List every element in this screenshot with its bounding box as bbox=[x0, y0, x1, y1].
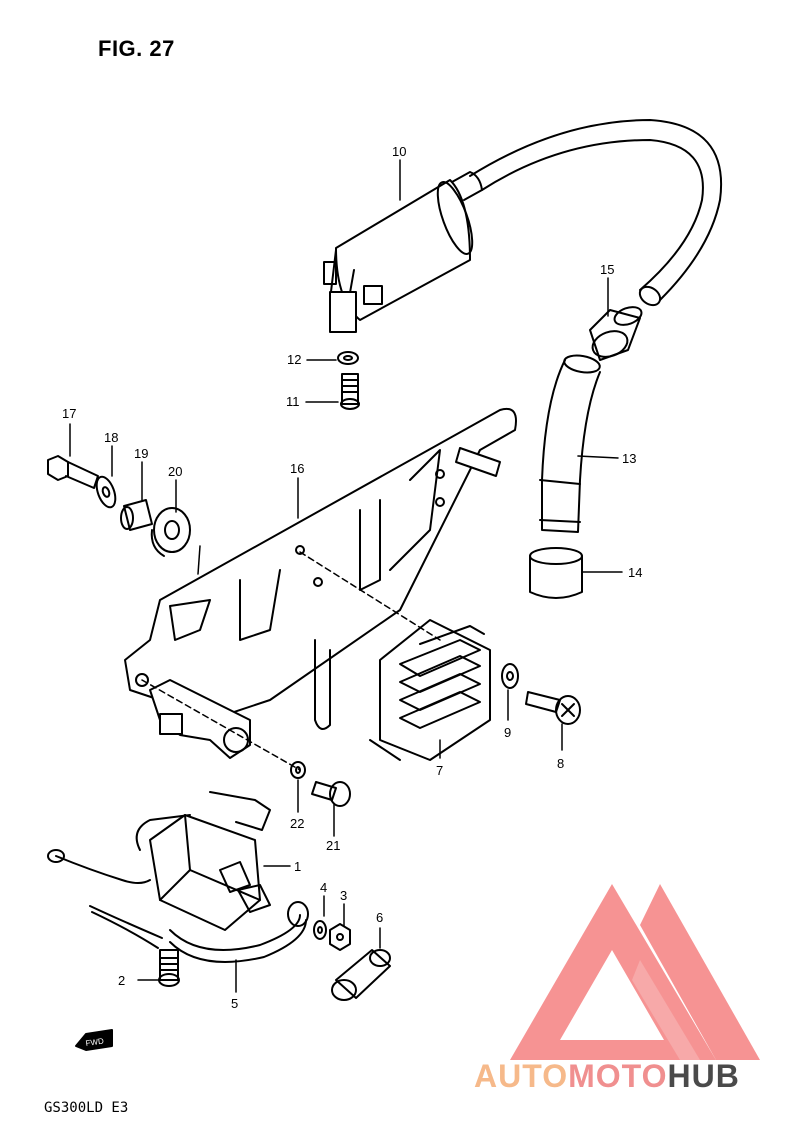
starter-relay bbox=[135, 791, 271, 931]
plug-cap bbox=[539, 354, 601, 533]
callout-3: 3 bbox=[340, 888, 347, 903]
washer-4 bbox=[313, 920, 327, 940]
terminal-cap bbox=[331, 949, 391, 1001]
callout-10: 10 bbox=[392, 144, 406, 159]
callout-9: 9 bbox=[504, 725, 511, 740]
coil-bolt bbox=[340, 373, 360, 410]
callout-4: 4 bbox=[320, 880, 327, 895]
callout-19: 19 bbox=[134, 446, 148, 461]
washer-22 bbox=[290, 761, 306, 779]
watermark-auto: AUTO bbox=[474, 1058, 569, 1094]
leader-lines bbox=[69, 159, 623, 993]
watermark-moto: MOTO bbox=[568, 1058, 668, 1094]
washer-18 bbox=[95, 475, 117, 509]
figure-title: FIG. 27 bbox=[98, 36, 175, 61]
callout-12: 12 bbox=[287, 352, 301, 367]
relay-bolt bbox=[158, 949, 180, 987]
regulator-rectifier bbox=[369, 619, 491, 761]
callout-15: 15 bbox=[600, 262, 614, 277]
screw-8 bbox=[525, 691, 581, 725]
high-tension-lead bbox=[469, 119, 723, 307]
screw-21 bbox=[311, 781, 351, 807]
fwd-label: FWD bbox=[85, 1037, 105, 1048]
model-code: GS300LD E3 bbox=[44, 1100, 129, 1116]
callout-1: 1 bbox=[294, 859, 301, 874]
callout-13: 13 bbox=[622, 451, 636, 466]
watermark-text: AUTOMOTOHUB bbox=[474, 1058, 740, 1095]
callout-8: 8 bbox=[557, 756, 564, 771]
callout-20: 20 bbox=[168, 464, 182, 479]
fwd-arrow-icon bbox=[75, 1029, 113, 1051]
callout-22: 22 bbox=[290, 816, 304, 831]
callout-6: 6 bbox=[376, 910, 383, 925]
collar-19 bbox=[120, 499, 153, 531]
ignition-coil bbox=[323, 171, 483, 333]
callout-17: 17 bbox=[62, 406, 76, 421]
callout-2: 2 bbox=[118, 973, 125, 988]
plug-cover bbox=[529, 547, 583, 599]
nut-3 bbox=[329, 923, 351, 951]
cushion-20 bbox=[150, 507, 191, 557]
callout-11: 11 bbox=[286, 394, 300, 409]
washer-9 bbox=[501, 663, 519, 689]
watermark-hub: HUB bbox=[667, 1058, 740, 1094]
plug-cap-ring bbox=[589, 306, 643, 361]
coil-washer bbox=[337, 351, 359, 365]
callout-14: 14 bbox=[628, 565, 642, 580]
callout-18: 18 bbox=[104, 430, 118, 445]
callout-16: 16 bbox=[290, 461, 304, 476]
starter-lead-wire bbox=[47, 849, 309, 963]
bolt-17 bbox=[47, 455, 99, 489]
callout-7: 7 bbox=[436, 763, 443, 778]
callout-5: 5 bbox=[231, 996, 238, 1011]
watermark-logo bbox=[510, 884, 760, 1060]
callout-21: 21 bbox=[326, 838, 340, 853]
